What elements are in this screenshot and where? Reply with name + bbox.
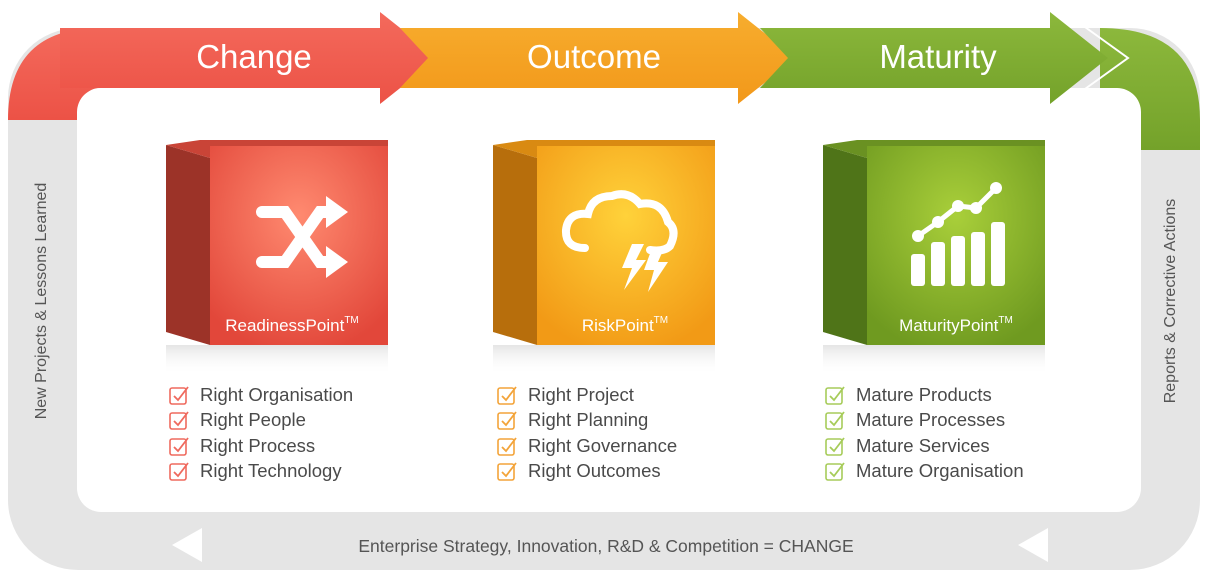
list-item: Right Planning [496, 408, 677, 434]
left-side-label: New Projects & Lessons Learned [33, 182, 50, 420]
checkbox-check-icon [169, 437, 189, 456]
stage-title-change: Change [196, 38, 312, 75]
product-name-maturitypoint: MaturityPointTM [899, 315, 1013, 335]
list-item: Right Process [168, 433, 353, 459]
storm-cloud-icon [561, 190, 678, 292]
list-item: Right Technology [168, 459, 353, 485]
list-item: Right Governance [496, 433, 677, 459]
box-side [823, 145, 867, 345]
checkbox-check-icon [169, 411, 189, 431]
checkbox-check-icon [825, 437, 845, 456]
stage-title-maturity: Maturity [879, 38, 997, 75]
list-item: Mature Organisation [824, 459, 1024, 485]
maturitypoint-box: MaturityPointTM [823, 140, 1045, 375]
box-side [166, 145, 210, 345]
box-side [493, 145, 537, 345]
checkbox-check-icon [169, 386, 189, 405]
readiness-checklist: Right Organisation Right People Right Pr… [168, 382, 353, 484]
arrow-left-icon [172, 528, 202, 562]
growth-chart-icon [911, 182, 1005, 286]
bottom-label: Enterprise Strategy, Innovation, R&D & C… [358, 536, 853, 556]
list-item: Mature Services [824, 433, 1024, 459]
checkbox-check-icon [169, 462, 189, 482]
checkbox-check-icon [825, 386, 845, 405]
maturity-arrow [760, 12, 1108, 104]
list-item: Right People [168, 408, 353, 434]
checkbox-check-icon [825, 462, 845, 482]
list-item: Right Project [496, 382, 677, 408]
list-item: Mature Processes [824, 408, 1024, 434]
green-loop-arc [1100, 28, 1200, 150]
stage-title-outcome: Outcome [527, 38, 661, 75]
box-reflection [823, 345, 1045, 375]
list-item: Right Organisation [168, 382, 353, 408]
checkbox-check-icon [497, 411, 517, 431]
outcome-arrow [400, 12, 796, 104]
maturity-checklist: Mature Products Mature Processes Mature … [824, 382, 1024, 484]
risk-checklist: Right Project Right Planning Right Gover… [496, 382, 677, 484]
right-side-label: Reports & Corrective Actions [1162, 198, 1179, 404]
list-item: Mature Products [824, 382, 1024, 408]
riskpoint-box: RiskPointTM [493, 140, 715, 375]
shuffle-icon [256, 196, 348, 278]
checkbox-check-icon [825, 411, 845, 431]
readinesspoint-box: ReadinessPointTM [166, 140, 388, 375]
change-arrow [60, 12, 438, 104]
box-reflection [166, 345, 388, 375]
list-item: Right Outcomes [496, 459, 677, 485]
box-reflection [493, 345, 715, 375]
checkbox-check-icon [497, 386, 517, 405]
checkbox-check-icon [497, 462, 517, 482]
product-name-riskpoint: RiskPointTM [582, 315, 668, 335]
checkbox-check-icon [497, 437, 517, 456]
product-name-readinesspoint: ReadinessPointTM [225, 315, 359, 335]
chevron-right-icon [1077, 21, 1130, 95]
arrow-left-icon-2 [1018, 528, 1048, 562]
